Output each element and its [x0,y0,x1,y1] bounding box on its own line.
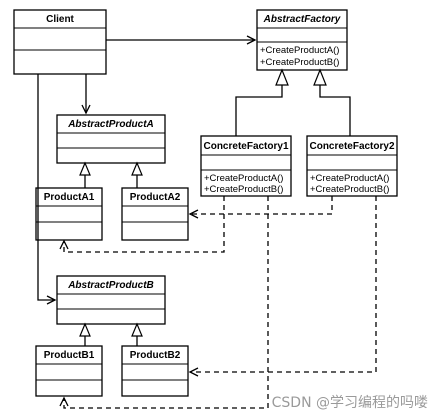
association-client-abstract-product-a [81,74,91,115]
watermark-text: CSDN @学习编程的吗喽 [272,395,428,411]
class-abstract-product-b: AbstractProductB [56,275,166,325]
operation-create-product-b: +CreateProductB() [310,184,389,195]
operation-create-product-b: +CreateProductB() [204,184,283,195]
class-name: AbstractProductA [67,119,154,130]
class-name: ConcreteFactory2 [309,141,394,152]
class-name: ProductB1 [44,350,95,361]
generalization-cf1-abstract-factory [235,68,289,136]
dependency-cf2-product-a2 [188,196,333,219]
dependency-cf1-product-a1 [59,196,225,253]
operation-create-product-a: +CreateProductA() [260,45,339,56]
generalization-a2-abstract-product-a [131,161,143,188]
class-concrete-factory2: ConcreteFactory2 +CreateProductA() +Crea… [306,135,398,197]
class-name: ConcreteFactory1 [203,141,288,152]
operation-create-product-a: +CreateProductA() [204,173,283,184]
class-name: Client [46,14,74,25]
class-concrete-factory1: ConcreteFactory1 +CreateProductA() +Crea… [200,135,292,197]
operation-create-product-b: +CreateProductB() [260,57,339,68]
association-client-abstract-product-b [37,74,57,305]
generalization-b1-abstract-product-b [79,322,91,346]
operation-create-product-a: +CreateProductA() [310,173,389,184]
class-name: AbstractProductB [67,280,154,291]
class-product-b2: ProductB2 [121,345,189,397]
generalization-b2-abstract-product-b [131,322,143,346]
class-abstract-factory: AbstractFactory +CreateProductA() +Creat… [256,9,348,71]
class-client: Client [13,9,107,75]
dependency-cf1-product-b1 [59,196,269,409]
class-product-b1: ProductB1 [35,345,103,397]
class-name: ProductB2 [130,350,181,361]
class-name: ProductA2 [130,192,181,203]
generalization-a1-abstract-product-a [79,161,91,188]
class-product-a1: ProductA1 [35,187,103,241]
class-product-a2: ProductA2 [121,187,189,241]
dependency-cf2-product-b2 [188,196,377,377]
generalization-cf2-abstract-factory [313,68,351,136]
class-name: AbstractFactory [263,14,341,25]
class-name: ProductA1 [44,192,95,203]
association-client-abstract-factory [106,35,257,45]
class-abstract-product-a: AbstractProductA [56,114,166,164]
